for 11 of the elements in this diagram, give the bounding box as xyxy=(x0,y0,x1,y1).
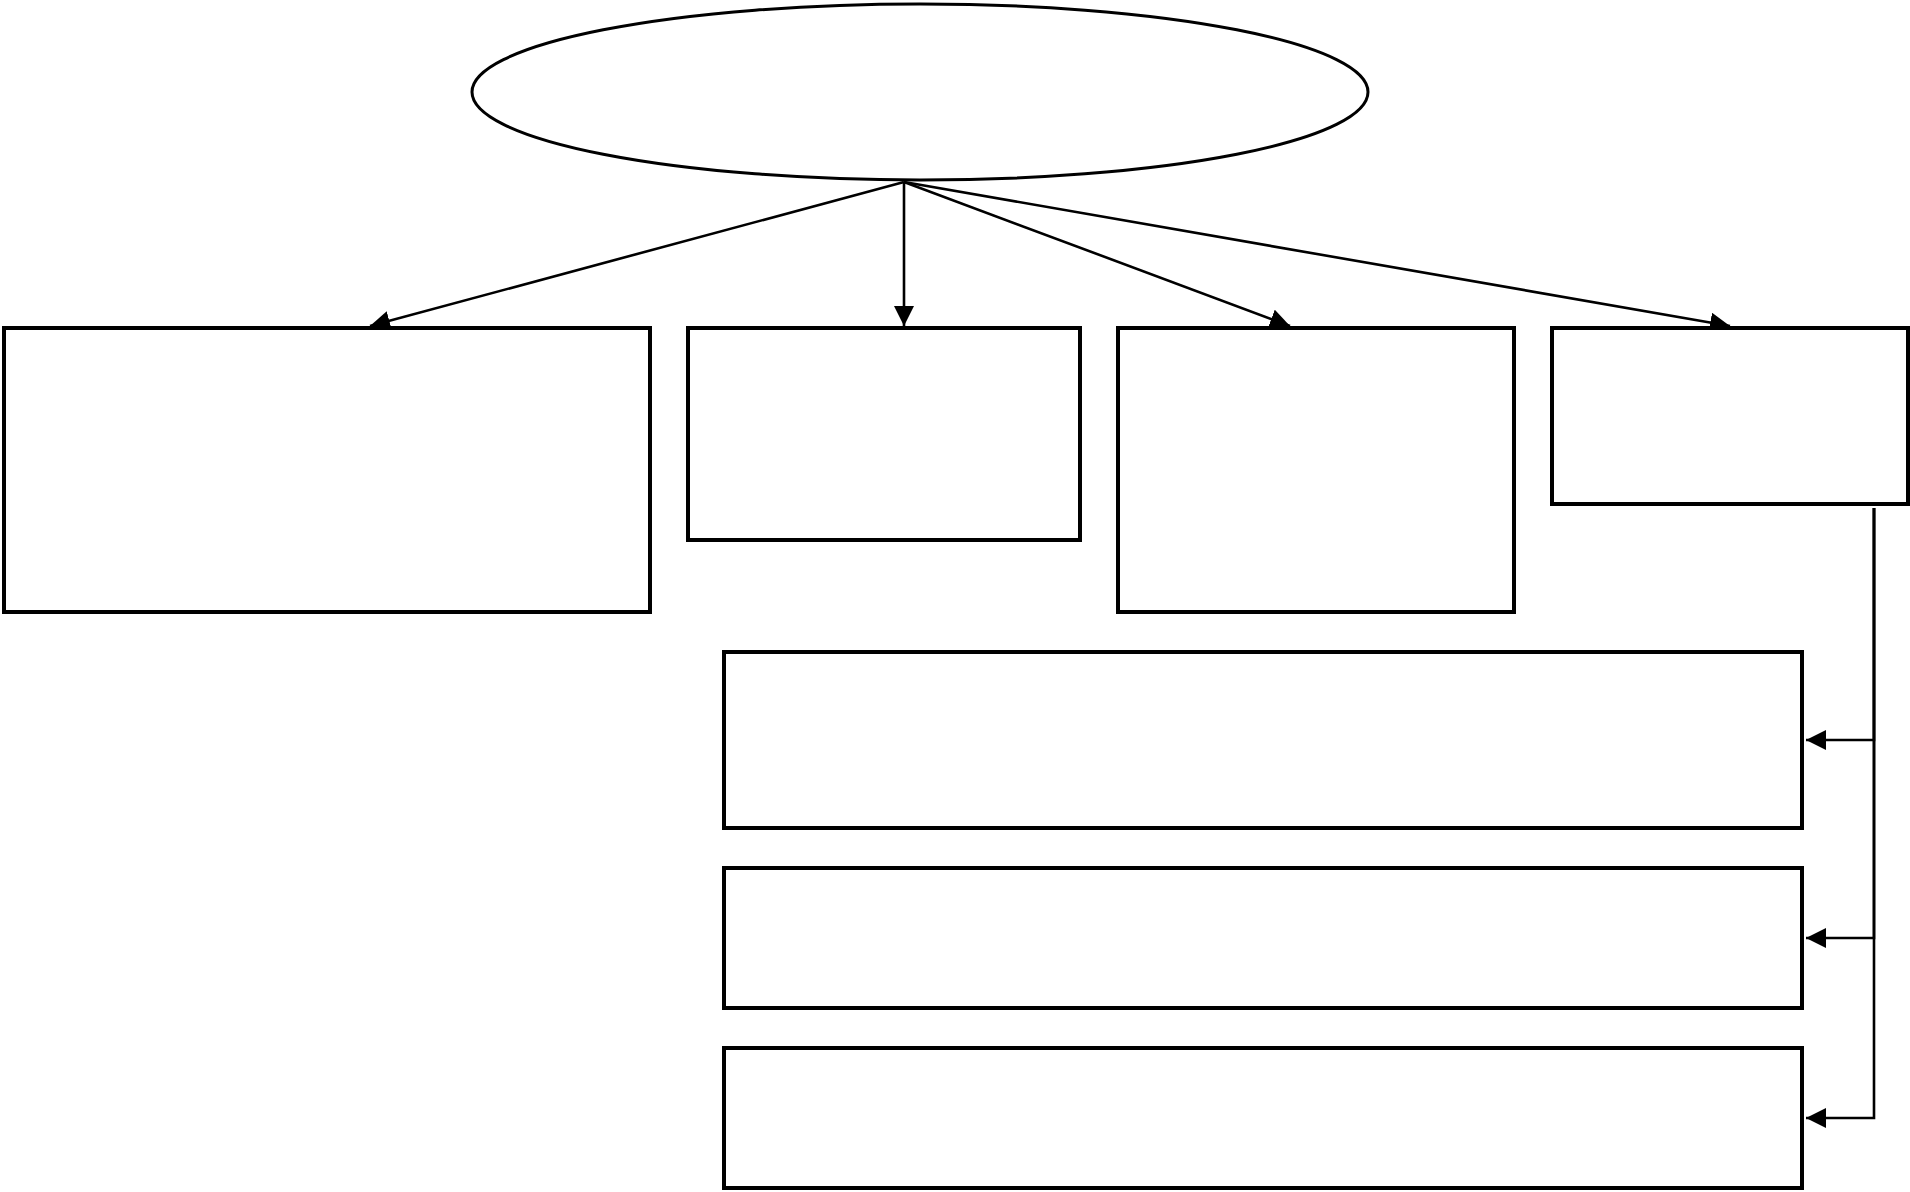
arrow xyxy=(903,180,1291,329)
empty-box xyxy=(722,1046,1804,1190)
arrow xyxy=(894,182,914,326)
empty-box xyxy=(722,866,1804,1010)
empty-box xyxy=(722,650,1804,830)
empty-box xyxy=(2,326,652,614)
empty-box xyxy=(686,326,1082,542)
empty-box xyxy=(1550,326,1910,506)
arrow xyxy=(1806,508,1876,1128)
empty-box xyxy=(1116,326,1516,614)
arrow xyxy=(369,180,905,331)
